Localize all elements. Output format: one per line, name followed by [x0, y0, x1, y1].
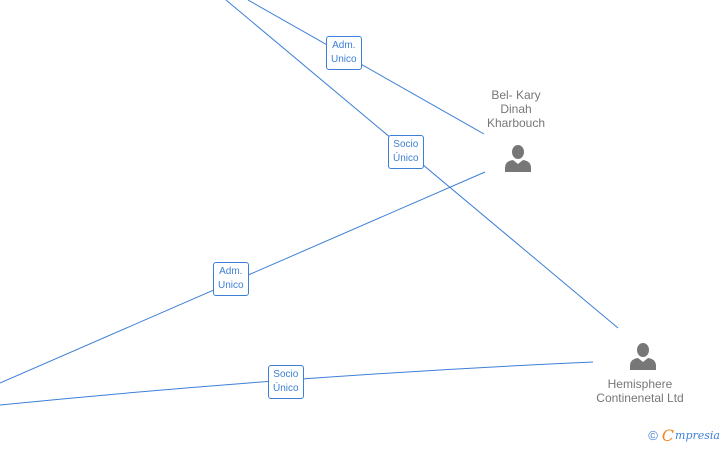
node-name-hemisphere[interactable]: Hemisphere Continenetal Ltd [596, 377, 684, 405]
edge-label-socio-top: Socio Único [388, 135, 424, 169]
brand-initial: C [661, 426, 675, 445]
edge-label-adm-mid: Adm. Unico [213, 262, 249, 296]
person-icon[interactable] [628, 341, 658, 371]
brand-logo: © C mpresia [648, 426, 720, 445]
edge-label-adm-top: Adm. Unico [326, 36, 362, 70]
person-icon[interactable] [503, 143, 533, 173]
edge-label-socio-bottom: Socio Único [268, 365, 304, 399]
copyright-symbol: © [648, 428, 658, 443]
edge-adm-top [247, 0, 485, 135]
brand-name: mpresia [675, 429, 720, 442]
node-name-bel-kary[interactable]: Bel- Kary Dinah Kharbouch [486, 88, 546, 130]
